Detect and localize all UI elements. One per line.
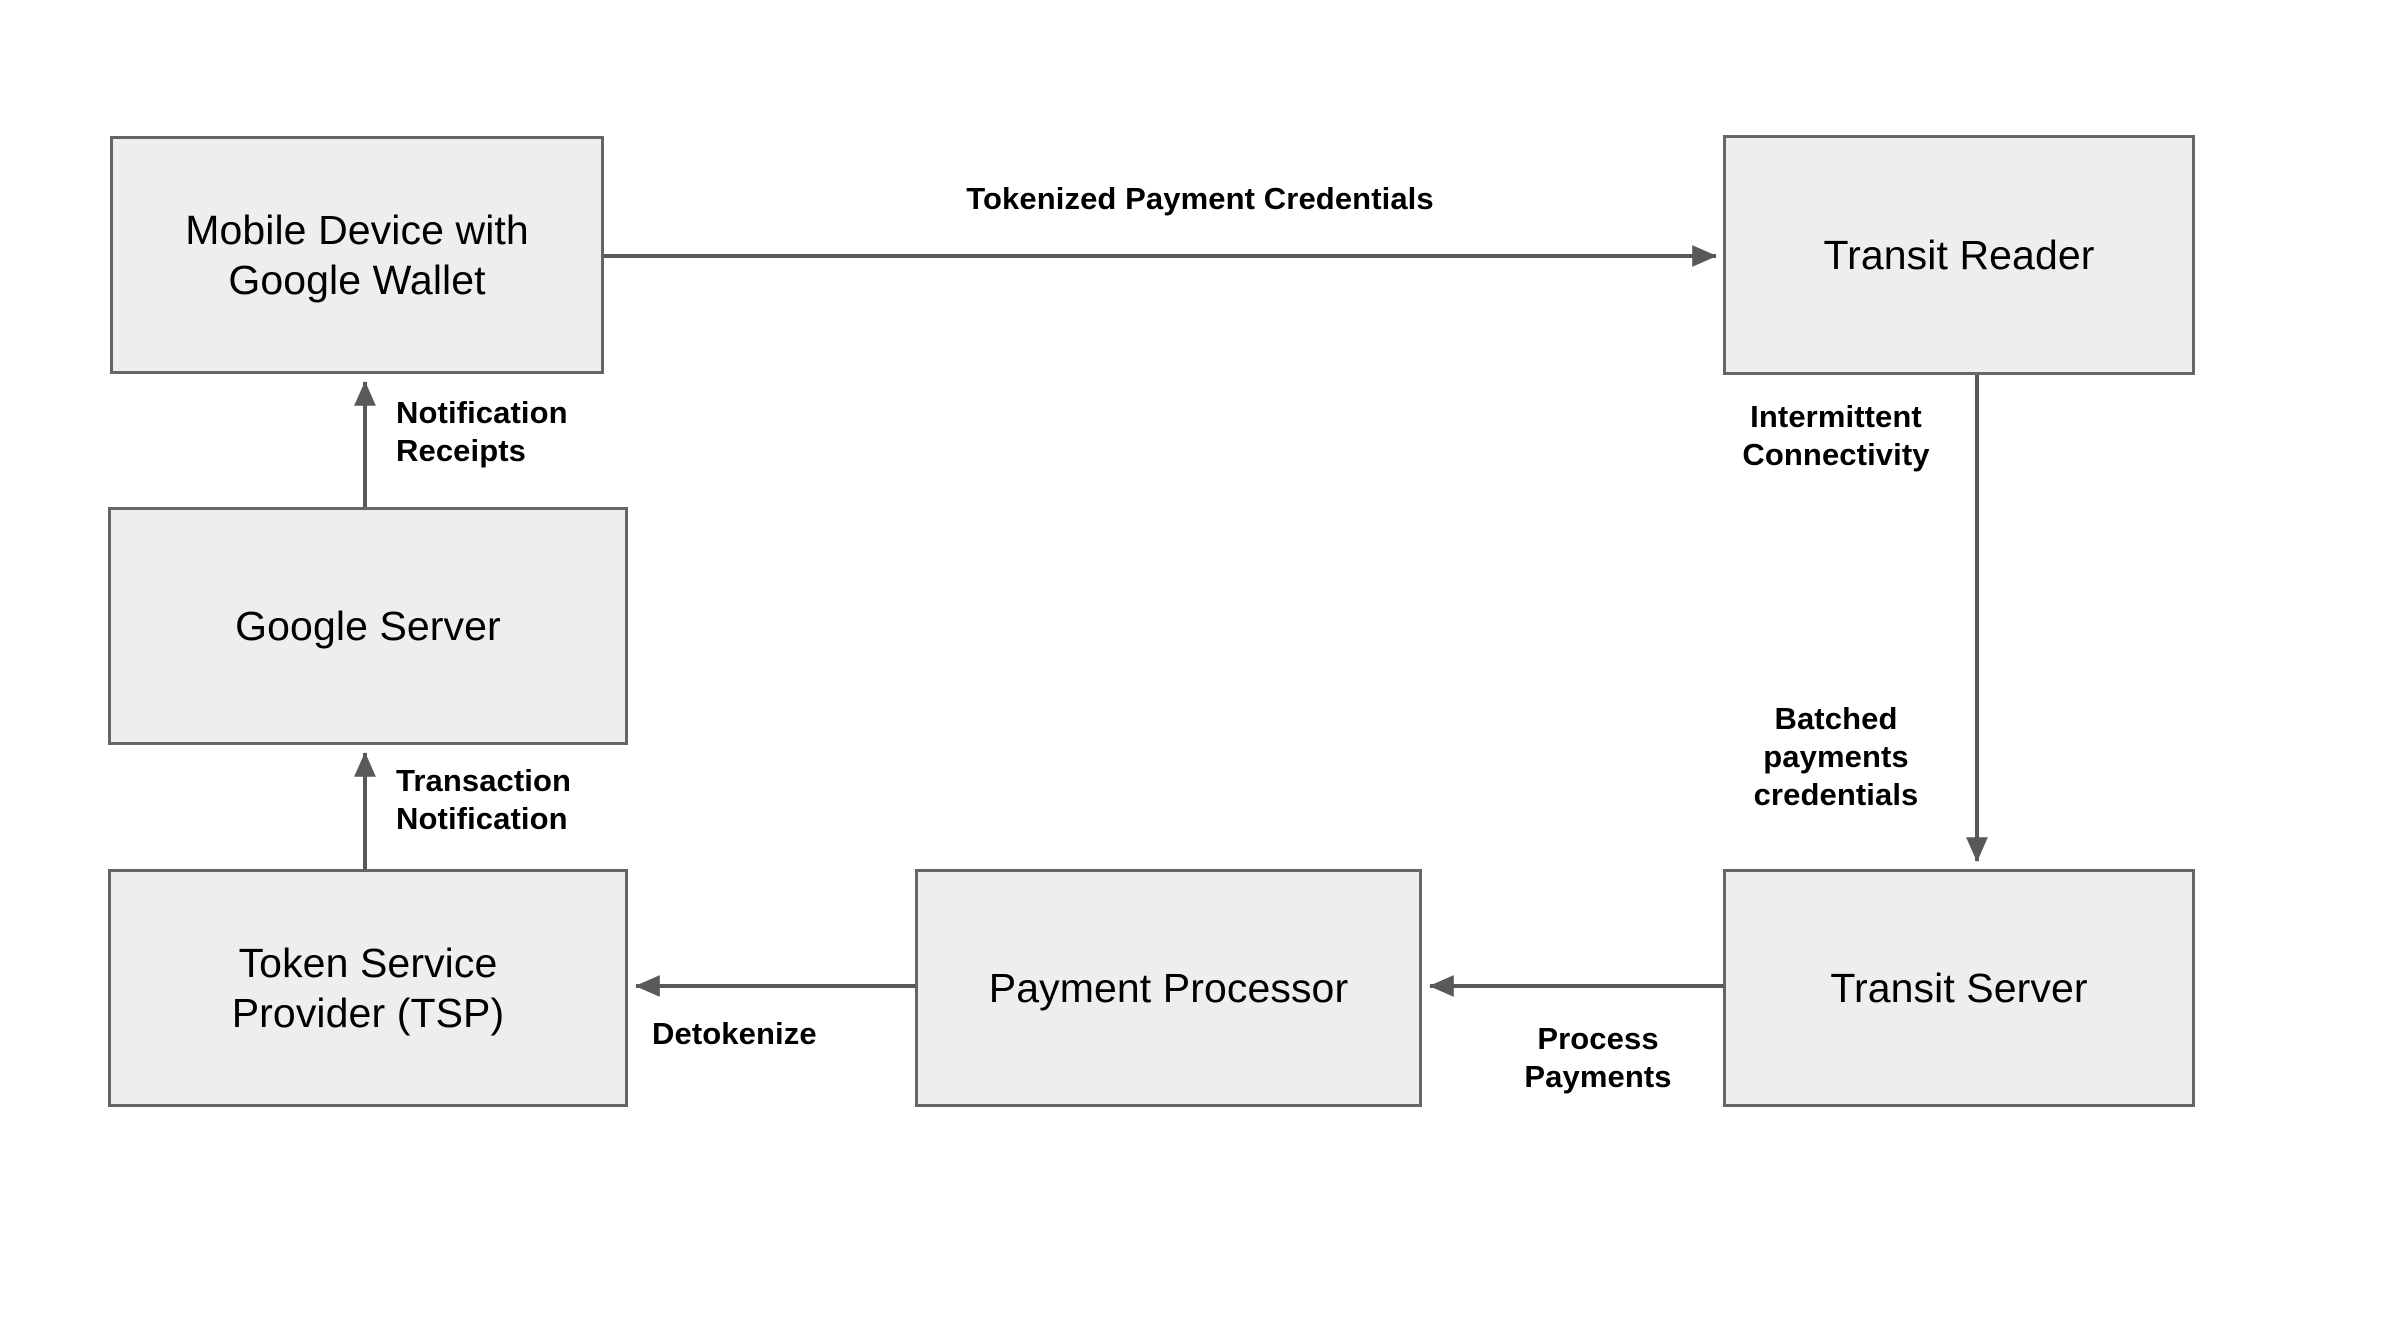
node-transit-reader[interactable]: Transit Reader bbox=[1723, 135, 2195, 375]
node-google-server-label: Google Server bbox=[235, 602, 501, 649]
edge-label-process-payments: Process Payments bbox=[1524, 1021, 1672, 1094]
edge-label-tokenized-payment-credentials: Tokenized Payment Credentials bbox=[966, 181, 1434, 216]
node-transit-server[interactable]: Transit Server bbox=[1723, 869, 2195, 1107]
edge-label-notification-receipts: Notification Receipts bbox=[396, 395, 568, 468]
edge-label-transaction-notification: Transaction Notification bbox=[396, 763, 572, 836]
node-transit-reader-label: Transit Reader bbox=[1823, 231, 2095, 278]
node-google-server[interactable]: Google Server bbox=[108, 507, 628, 745]
node-token-service-provider-label: Token Service Provider (TSP) bbox=[231, 939, 505, 1036]
node-payment-processor[interactable]: Payment Processor bbox=[915, 869, 1422, 1107]
node-mobile-device-label: Mobile Device with Google Wallet bbox=[185, 206, 529, 303]
edge-label-detokenize: Detokenize bbox=[652, 1016, 817, 1051]
node-mobile-device[interactable]: Mobile Device with Google Wallet bbox=[110, 136, 604, 374]
edge-label-batched-payments-credentials: Batched payments credentials bbox=[1753, 701, 1919, 812]
node-token-service-provider[interactable]: Token Service Provider (TSP) bbox=[108, 869, 628, 1107]
edge-label-intermittent-connectivity: Intermittent Connectivity bbox=[1742, 399, 1930, 472]
node-transit-server-label: Transit Server bbox=[1830, 964, 2088, 1011]
node-payment-processor-label: Payment Processor bbox=[988, 964, 1349, 1011]
